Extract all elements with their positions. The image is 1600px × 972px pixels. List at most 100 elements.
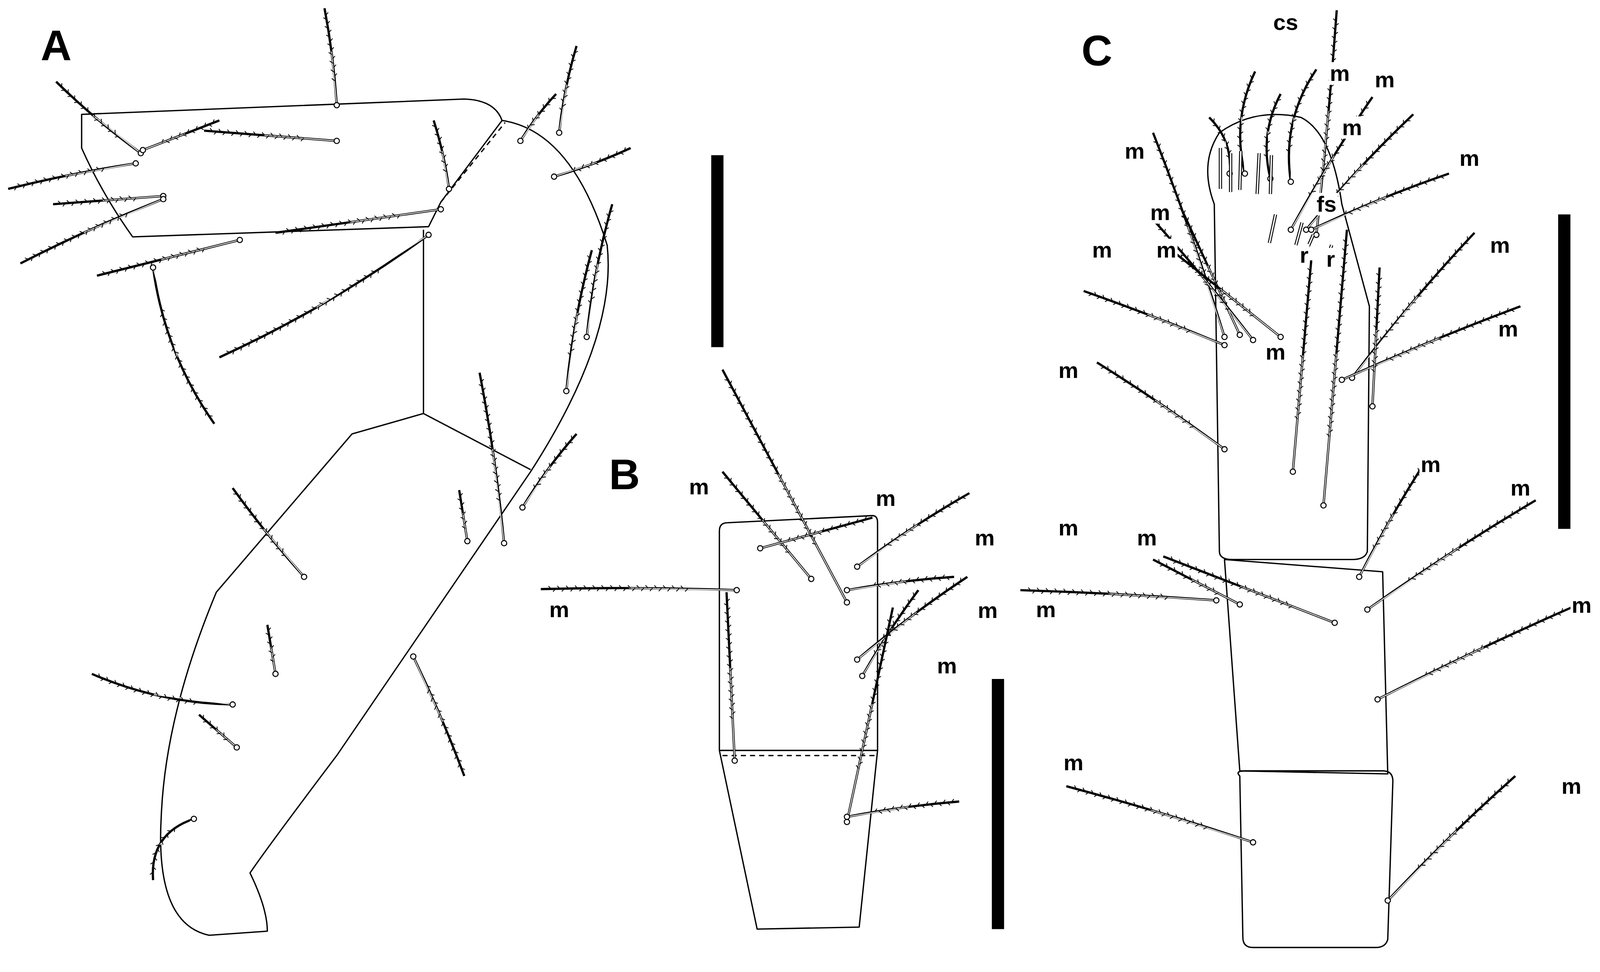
seta-socket xyxy=(464,538,470,544)
seta-socket xyxy=(808,575,814,582)
seta xyxy=(722,369,850,605)
scale-bar xyxy=(991,678,1005,929)
seta-spines xyxy=(873,574,950,588)
seta-stem xyxy=(1323,229,1347,505)
seta-stem xyxy=(1097,362,1225,450)
seta-label: m xyxy=(1090,238,1114,262)
seta-spines xyxy=(24,213,127,262)
segment-outlines xyxy=(81,98,1393,947)
seta-stem xyxy=(857,576,968,660)
seta-socket xyxy=(1213,597,1220,603)
seta-spines xyxy=(1380,236,1469,341)
seta-socket xyxy=(517,138,523,144)
seta-stem xyxy=(760,517,873,548)
seta xyxy=(854,576,968,662)
seta-stem-core xyxy=(730,667,735,760)
seta-spines xyxy=(788,516,867,542)
seta xyxy=(140,119,220,153)
seta xyxy=(1320,229,1349,508)
seta-spines xyxy=(265,627,275,662)
seta-label: m xyxy=(1458,147,1481,170)
seta-spines xyxy=(559,51,578,111)
seta-spines xyxy=(1371,273,1383,372)
seta-socket xyxy=(1308,227,1314,233)
antenna-segment xyxy=(1207,114,1370,560)
seta-stem-core xyxy=(846,703,872,822)
seta-stem xyxy=(91,673,233,705)
seta-stem-core xyxy=(1199,272,1253,340)
seta-socket xyxy=(854,656,860,662)
seta-stem xyxy=(1341,306,1521,380)
seta-spines xyxy=(1158,222,1229,309)
seta-label: m xyxy=(874,486,898,509)
seta xyxy=(1097,362,1228,452)
seta-stem xyxy=(1352,232,1475,378)
seta-spines xyxy=(1372,467,1421,548)
seta-socket xyxy=(1242,170,1248,177)
seta-socket xyxy=(272,671,279,677)
seta xyxy=(556,45,579,136)
seta-spines xyxy=(14,166,104,191)
seta-spines xyxy=(1263,99,1281,157)
seta-socket xyxy=(1313,231,1319,238)
seta xyxy=(1356,464,1424,580)
seta-socket xyxy=(844,813,850,819)
seta-stem xyxy=(1288,69,1317,182)
seta-socket xyxy=(732,757,738,763)
antenna-segment xyxy=(1238,770,1393,947)
scale-bar xyxy=(1558,214,1571,529)
seta-socket xyxy=(844,587,850,593)
seta-spines xyxy=(1386,307,1515,361)
seta-socket xyxy=(133,160,139,166)
seta-spines xyxy=(1286,72,1314,152)
seta xyxy=(1385,775,1516,903)
seta-socket xyxy=(519,504,525,510)
seta-socket xyxy=(1290,468,1296,474)
segment-joint xyxy=(440,122,505,203)
seta-label: m xyxy=(1264,340,1287,364)
seta-socket xyxy=(140,147,146,153)
seta xyxy=(1286,69,1317,185)
seta-spines xyxy=(855,616,894,768)
seta-stem xyxy=(1266,94,1281,179)
seta-stem xyxy=(7,163,136,189)
seta-stem xyxy=(522,433,577,507)
seta-socket xyxy=(1364,606,1371,612)
sensillum-core xyxy=(1219,147,1222,189)
seta-stem xyxy=(1152,132,1225,337)
seta-socket xyxy=(844,599,850,605)
seta-socket xyxy=(584,333,590,340)
seta-socket xyxy=(446,186,452,192)
sensillum-core xyxy=(1257,153,1260,194)
seta xyxy=(1083,290,1227,348)
seta xyxy=(1308,173,1449,233)
seta xyxy=(854,492,970,570)
seta xyxy=(563,249,592,394)
seta-stem-core xyxy=(1220,288,1281,337)
seta-stem-core xyxy=(263,135,337,141)
seta xyxy=(1349,232,1475,381)
panel-letter: B xyxy=(607,453,642,497)
seta-stem-core xyxy=(1359,514,1394,577)
seta-socket xyxy=(229,701,236,707)
seta-stem-core xyxy=(153,267,178,358)
seta xyxy=(198,714,240,750)
seta-spines xyxy=(1174,254,1254,316)
seta-spines xyxy=(1308,100,1369,196)
seta-spines xyxy=(1408,501,1528,581)
sensillum-core xyxy=(1229,153,1232,192)
seta-spines xyxy=(1088,291,1190,333)
seta xyxy=(517,94,556,144)
seta-stem-core xyxy=(83,198,163,233)
seta-stem-core xyxy=(857,524,918,567)
panel-letter: A xyxy=(39,24,73,68)
seta-label: cs xyxy=(1272,11,1300,34)
antenna-segment xyxy=(160,120,609,935)
seta-spines xyxy=(724,477,790,552)
seta-stem-core xyxy=(492,448,505,543)
seta-stem xyxy=(540,587,737,590)
seta-stem xyxy=(1311,173,1449,230)
seta xyxy=(1313,10,1339,238)
seta xyxy=(1303,114,1414,233)
